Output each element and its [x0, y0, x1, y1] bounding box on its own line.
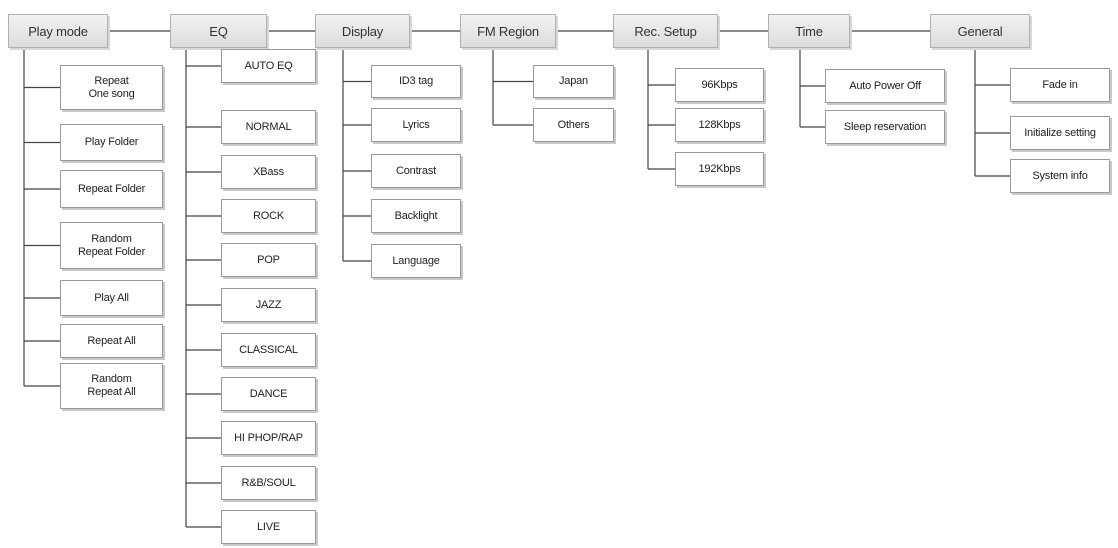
display-item: Lyrics: [371, 108, 461, 142]
time-item: Auto Power Off: [825, 69, 945, 103]
category-play-mode: Play mode: [8, 14, 108, 48]
category-fm-region: FM Region: [460, 14, 556, 48]
general-item: Initialize setting: [1010, 116, 1110, 150]
eq-item: R&B/SOUL: [221, 466, 316, 500]
play-mode-item: Random Repeat Folder: [60, 222, 163, 269]
play-mode-item: Random Repeat All: [60, 363, 163, 409]
eq-item: CLASSICAL: [221, 333, 316, 367]
rec-setup-item: 128Kbps: [675, 108, 764, 142]
play-mode-item: Play All: [60, 280, 163, 316]
category-time: Time: [768, 14, 850, 48]
eq-item: HI PHOP/RAP: [221, 421, 316, 455]
display-item: ID3 tag: [371, 65, 461, 98]
category-general: General: [930, 14, 1030, 48]
eq-item: POP: [221, 243, 316, 277]
display-item: Language: [371, 244, 461, 278]
fm-region-item: Japan: [533, 65, 614, 98]
display-item: Contrast: [371, 154, 461, 188]
play-mode-item: Play Folder: [60, 124, 163, 161]
play-mode-item: Repeat Folder: [60, 170, 163, 208]
play-mode-item: Repeat One song: [60, 65, 163, 110]
eq-item: AUTO EQ: [221, 49, 316, 83]
eq-item: ROCK: [221, 199, 316, 233]
general-item: System info: [1010, 159, 1110, 193]
time-item: Sleep reservation: [825, 110, 945, 144]
eq-item: LIVE: [221, 510, 316, 544]
general-item: Fade in: [1010, 68, 1110, 102]
rec-setup-item: 192Kbps: [675, 152, 764, 186]
category-eq: EQ: [170, 14, 267, 48]
eq-item: XBass: [221, 155, 316, 189]
category-display: Display: [315, 14, 410, 48]
rec-setup-item: 96Kbps: [675, 68, 764, 102]
category-rec-setup: Rec. Setup: [613, 14, 718, 48]
eq-item: JAZZ: [221, 288, 316, 322]
eq-item: DANCE: [221, 377, 316, 411]
play-mode-item: Repeat All: [60, 324, 163, 358]
fm-region-item: Others: [533, 108, 614, 142]
display-item: Backlight: [371, 199, 461, 233]
eq-item: NORMAL: [221, 110, 316, 144]
